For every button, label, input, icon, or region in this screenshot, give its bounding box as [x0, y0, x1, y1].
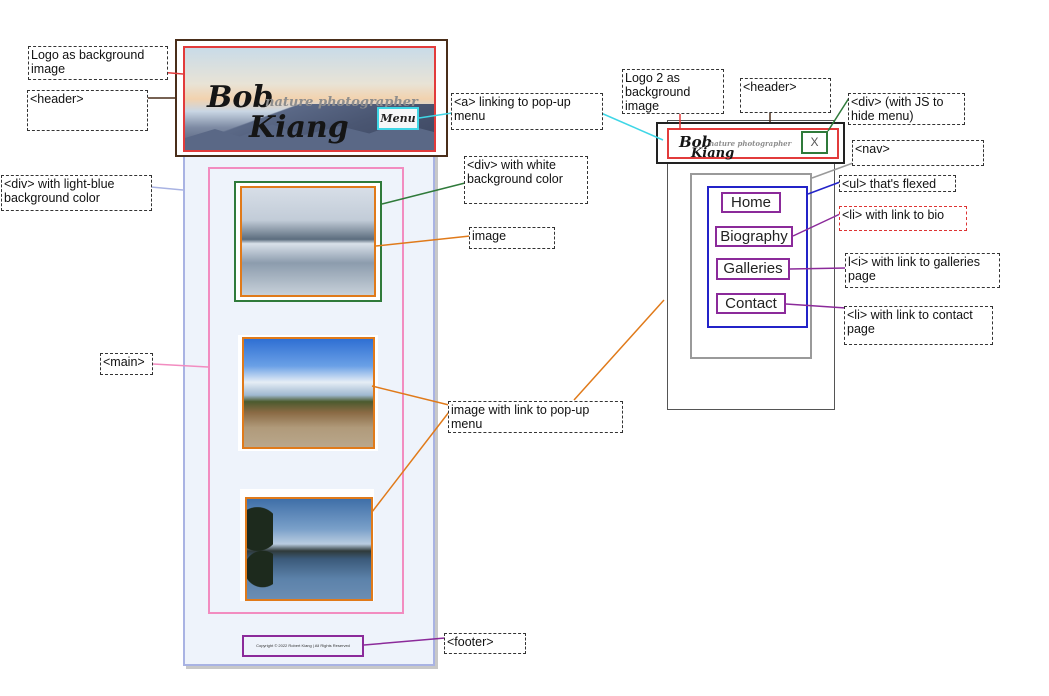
- menu-button[interactable]: Menu: [377, 107, 419, 130]
- label-a-link: <a> linking to pop-up menu: [451, 93, 603, 130]
- label-nav: <nav>: [852, 140, 984, 166]
- label-footer: <footer>: [444, 633, 526, 654]
- label-light-blue-div: <div> with light-blue background color: [1, 175, 152, 211]
- winter-lake-image: [240, 186, 376, 297]
- label-header-right: <header>: [740, 78, 831, 113]
- nav-item-contact[interactable]: Contact: [716, 293, 786, 314]
- label-image-link: image with link to pop-up menu: [448, 401, 623, 433]
- misty-lake-image-link[interactable]: [245, 497, 373, 601]
- logo-name-first: Bob: [207, 80, 274, 115]
- nav-item-biography[interactable]: Biography: [715, 226, 793, 247]
- footer: Copyright © 2022 Robert Kiang | All Righ…: [242, 635, 364, 657]
- label-white-div: <div> with white background color: [464, 156, 588, 204]
- label-li-bio: <li> with link to bio: [839, 206, 967, 231]
- label-main: <main>: [100, 353, 153, 375]
- close-menu-button[interactable]: X: [801, 131, 828, 154]
- logo-tagline: nature photographer: [265, 95, 418, 110]
- logo-2-name-first: Bob: [679, 133, 713, 151]
- label-header-left: <header>: [27, 90, 148, 131]
- label-logo-background: Logo as background image: [28, 46, 168, 80]
- label-div-js: <div> (with JS to hide menu): [848, 93, 965, 125]
- label-logo-2: Logo 2 as background image: [622, 69, 724, 114]
- logo-2-tagline: nature photographer: [709, 139, 792, 148]
- label-li-galleries: l<i> with link to galleries page: [845, 253, 1000, 288]
- logo-background-image: Bob Kiang nature photographer: [183, 46, 436, 152]
- tree-silhouette: [247, 499, 273, 599]
- logo-2-name-last: Kiang: [691, 146, 735, 161]
- nav-item-home[interactable]: Home: [721, 192, 781, 213]
- logo-name-last: Kiang: [249, 110, 349, 145]
- nav-item-galleries[interactable]: Galleries: [716, 258, 790, 280]
- label-li-contact: <li> with link to contact page: [844, 306, 993, 345]
- label-image: image: [469, 227, 555, 249]
- field-road-image-link[interactable]: [242, 337, 375, 449]
- label-ul: <ul> that's flexed: [839, 175, 956, 192]
